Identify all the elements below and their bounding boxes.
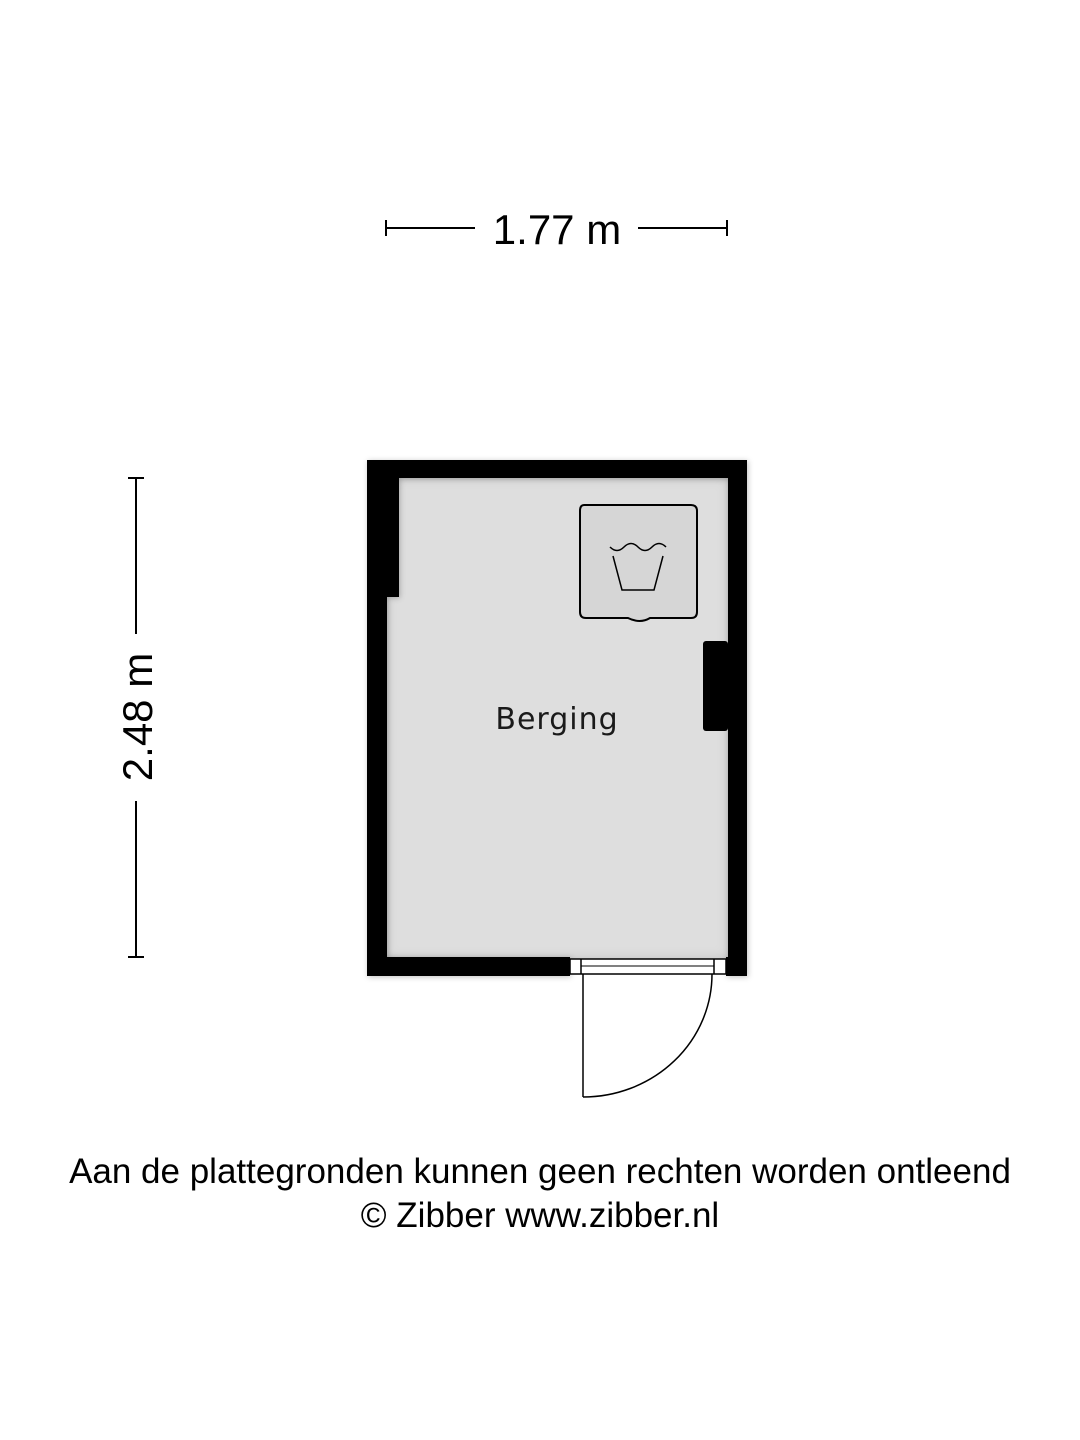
wall-bottom-left	[367, 957, 570, 976]
wall-left-jog	[367, 460, 399, 597]
walls	[367, 460, 747, 976]
height-dimension-label: 2.48 m	[114, 653, 161, 781]
wash-tub-icon	[609, 542, 667, 591]
copyright-text: © Zibber www.zibber.nl	[360, 1196, 720, 1235]
washing-machine	[579, 504, 698, 622]
disclaimer-text: Aan de plattegronden kunnen geen rechten…	[69, 1152, 1011, 1191]
wall-right	[728, 460, 747, 976]
door-swing-arc-icon	[582, 973, 713, 1098]
wall-bottom-right	[726, 957, 747, 976]
wall-top	[367, 460, 747, 478]
width-dimension: 1.77 m	[385, 206, 728, 253]
height-dimension: 2.48 m	[114, 477, 161, 958]
width-dimension-label: 1.77 m	[493, 206, 621, 253]
room-label-berging: Berging	[495, 702, 618, 737]
door-threshold	[569, 958, 727, 975]
radiator-icon	[703, 641, 728, 731]
